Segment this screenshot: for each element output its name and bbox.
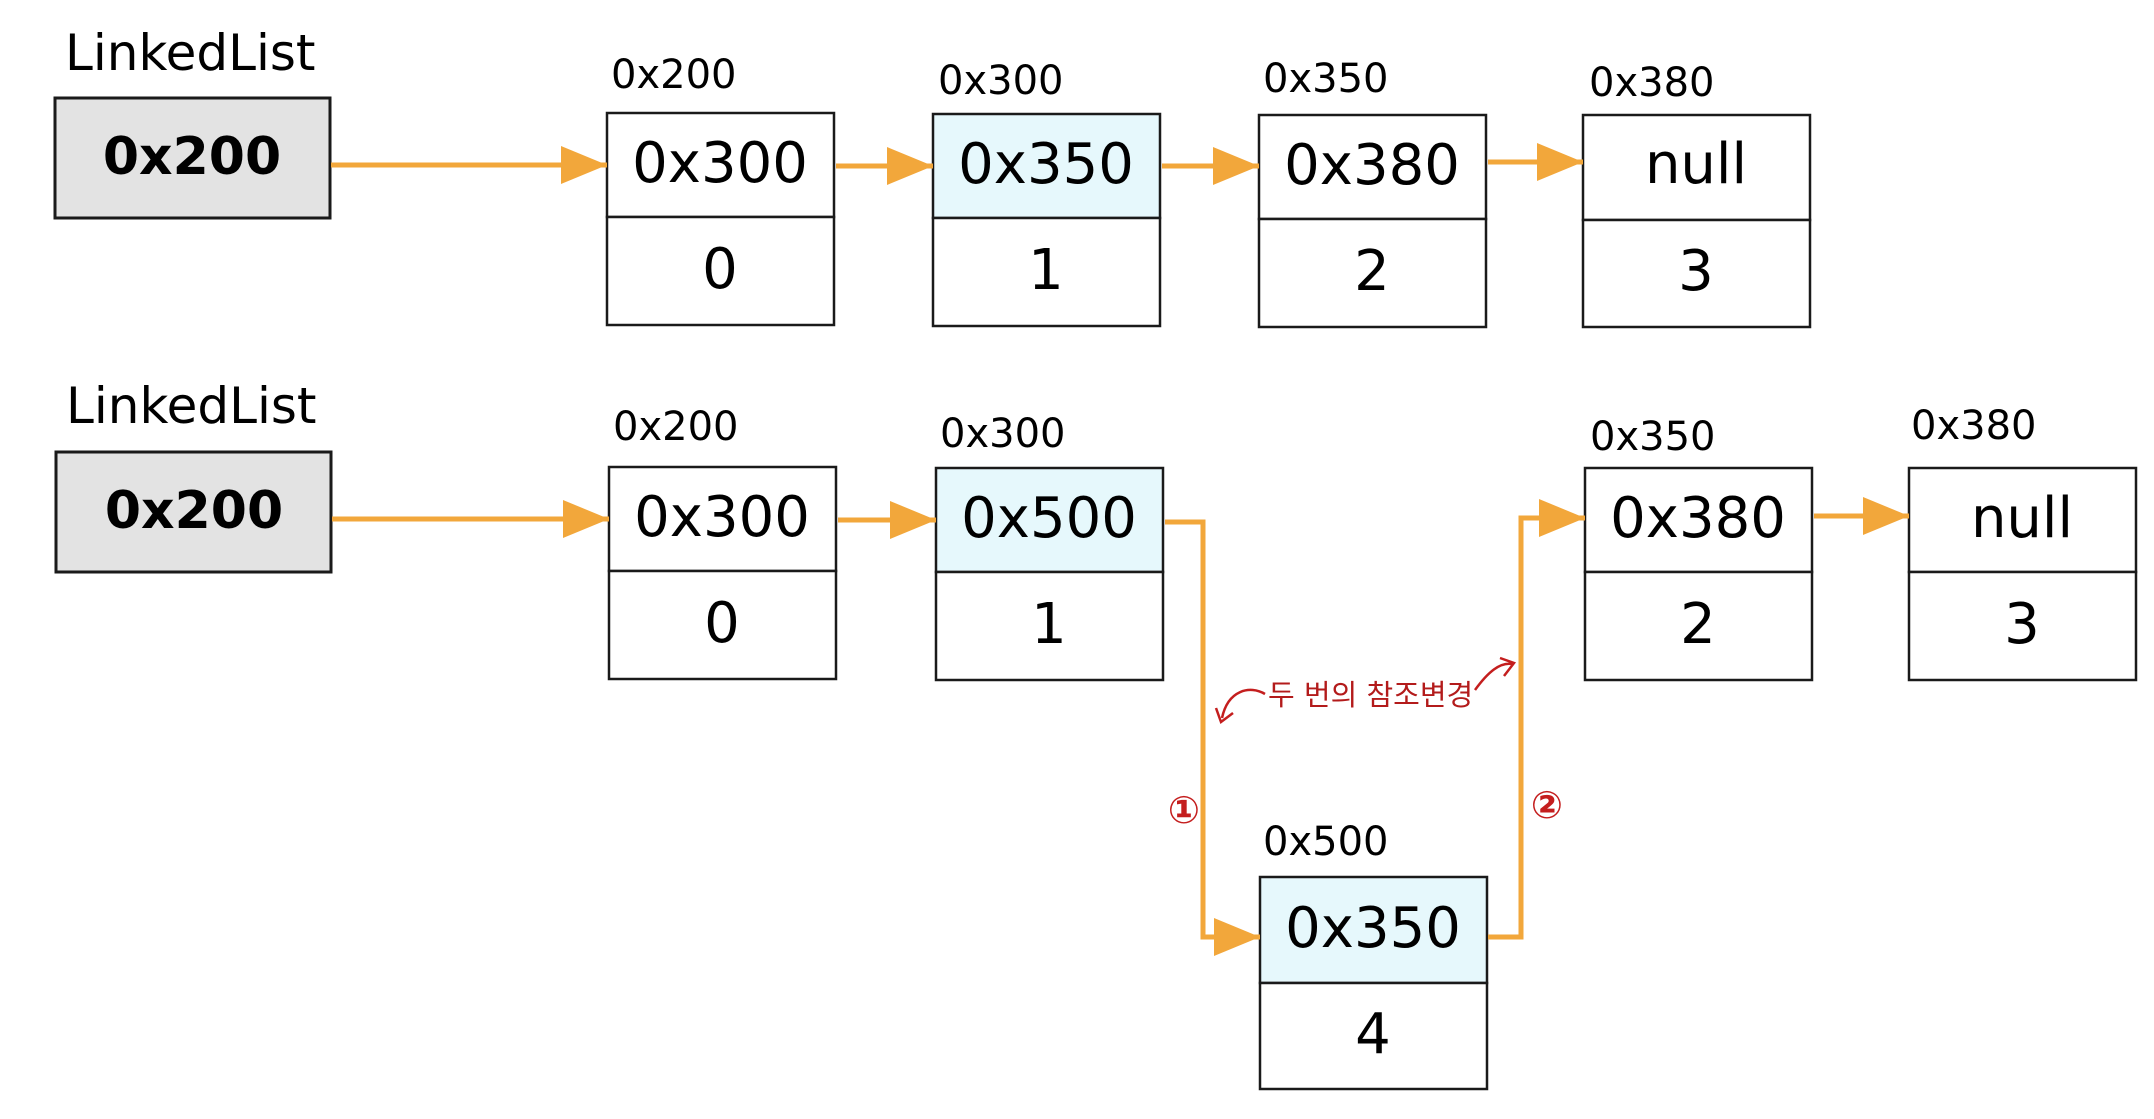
bottom-node-0-next: 0x300 [634, 485, 810, 550]
top-node-2-next: 0x380 [1284, 133, 1460, 198]
top-node-3-next-cell [1581, 113, 1812, 222]
bottom-node-3-address: 0x380 [1911, 403, 2036, 449]
bottom-node-2-address: 0x350 [1590, 414, 1715, 460]
step-two-marker: ② [1531, 783, 1563, 827]
top-node-0-next: 0x300 [632, 131, 808, 196]
top-head-value: 0x200 [103, 127, 281, 187]
top-node-0-address: 0x200 [611, 52, 736, 98]
top-node-2: 0x350 0x380 2 [1257, 56, 1488, 329]
top-node-2-address: 0x350 [1263, 56, 1388, 102]
bottom-head-box [54, 450, 333, 574]
top-node-0: 0x200 0x300 0 [605, 52, 836, 327]
top-node-2-value: 2 [1354, 239, 1390, 304]
bottom-node-0-value: 0 [704, 591, 740, 656]
bottom-node-0: 0x200 0x300 0 [607, 404, 838, 681]
bottom-node-2-value: 2 [1680, 592, 1716, 657]
top-head-box [53, 96, 332, 220]
bottom-node-2-next-cell [1583, 466, 1814, 574]
bottom-node-1-value-cell [934, 570, 1165, 682]
top-node-0-value-cell [605, 215, 836, 327]
bottom-node-new-value: 4 [1355, 1002, 1391, 1067]
bottom-node-new-address: 0x500 [1263, 819, 1388, 865]
bottom-node-new-next: 0x350 [1285, 896, 1461, 961]
bottom-node-2: 0x350 0x380 2 [1583, 414, 1814, 682]
bottom-node-new-value-cell [1258, 981, 1489, 1091]
bottom-node-new: 0x500 0x350 4 [1258, 819, 1489, 1091]
bottom-diagram: LinkedList 0x200 0x200 0x300 0 0x300 0x5… [54, 377, 2138, 1091]
annotation-text: 두 번의 참조변경 [1268, 678, 1473, 712]
annotation-left-arrowhead [1214, 707, 1234, 725]
bottom-node-0-address: 0x200 [613, 404, 738, 450]
top-diagram: LinkedList 0x200 0x200 0x300 0 0x300 0x3… [53, 24, 1812, 329]
top-node-1-next: 0x350 [958, 132, 1134, 197]
top-node-3-address: 0x380 [1589, 60, 1714, 106]
bottom-arrow-1-to-new [1165, 519, 1260, 956]
top-node-0-next-cell [605, 111, 836, 219]
bottom-node-2-next: 0x380 [1610, 486, 1786, 551]
bottom-arrow-new-to-2 [1488, 499, 1585, 940]
annotation-right-arrowhead [1499, 656, 1517, 677]
bottom-head-value: 0x200 [105, 481, 283, 541]
annotation-left-curve [1220, 688, 1266, 719]
reference-change-annotation: 두 번의 참조변경 [1214, 656, 1517, 725]
bottom-node-3-value-cell [1907, 570, 2138, 682]
top-node-3: 0x380 null 3 [1581, 60, 1812, 329]
bottom-node-3-value: 3 [2004, 592, 2040, 657]
top-node-1-next-cell [931, 112, 1162, 220]
bottom-list-label: LinkedList [66, 377, 317, 435]
bottom-node-3: 0x380 null 3 [1907, 403, 2138, 682]
bottom-node-new-next-cell [1258, 875, 1489, 985]
bottom-node-2-value-cell [1583, 570, 1814, 682]
bottom-node-3-next-cell [1907, 466, 2138, 574]
top-list-label: LinkedList [65, 24, 316, 82]
bottom-node-1-address: 0x300 [940, 411, 1065, 457]
step-one-marker: ① [1168, 788, 1200, 832]
top-node-1-value: 1 [1028, 238, 1064, 303]
bottom-node-1-value: 1 [1031, 592, 1067, 657]
top-node-3-value-cell [1581, 218, 1812, 329]
bottom-node-0-value-cell [607, 569, 838, 681]
top-node-1-value-cell [931, 216, 1162, 328]
top-node-1: 0x300 0x350 1 [931, 58, 1162, 328]
bottom-node-3-next: null [1971, 486, 2073, 551]
top-node-2-value-cell [1257, 217, 1488, 329]
top-node-0-value: 0 [702, 237, 738, 302]
bottom-node-1-next: 0x500 [961, 486, 1137, 551]
top-node-1-address: 0x300 [938, 58, 1063, 104]
top-node-3-value: 3 [1678, 239, 1714, 304]
bottom-node-1: 0x300 0x500 1 [934, 411, 1165, 682]
top-node-3-next: null [1645, 132, 1747, 197]
annotation-right-curve [1473, 662, 1513, 691]
